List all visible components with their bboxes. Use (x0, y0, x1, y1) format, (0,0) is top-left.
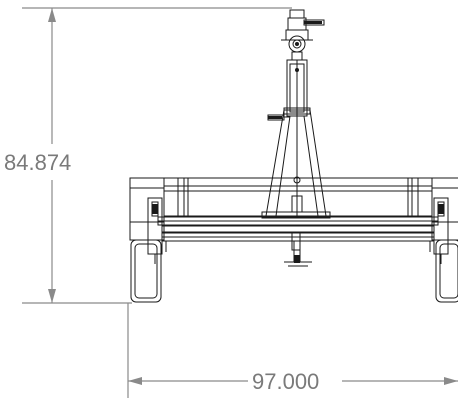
left-wheel (129, 177, 165, 303)
right-wheel (431, 177, 458, 303)
horizontal-dimension (127, 303, 458, 398)
arrowhead-right (444, 377, 458, 385)
width-dimension-label: 97.000 (252, 369, 319, 394)
center-mast (261, 59, 331, 219)
arrowhead-left (128, 377, 142, 385)
vertical-dimension (22, 7, 292, 304)
mast-head (281, 9, 325, 61)
arrowhead-top (48, 8, 56, 22)
machine-outline (129, 9, 458, 303)
machine-accents (152, 21, 444, 263)
arrowhead-bottom (48, 289, 56, 303)
side-brackets (147, 197, 449, 264)
main-beam (157, 216, 439, 252)
height-dimension-label: 84.874 (4, 150, 71, 175)
frame (163, 177, 433, 217)
